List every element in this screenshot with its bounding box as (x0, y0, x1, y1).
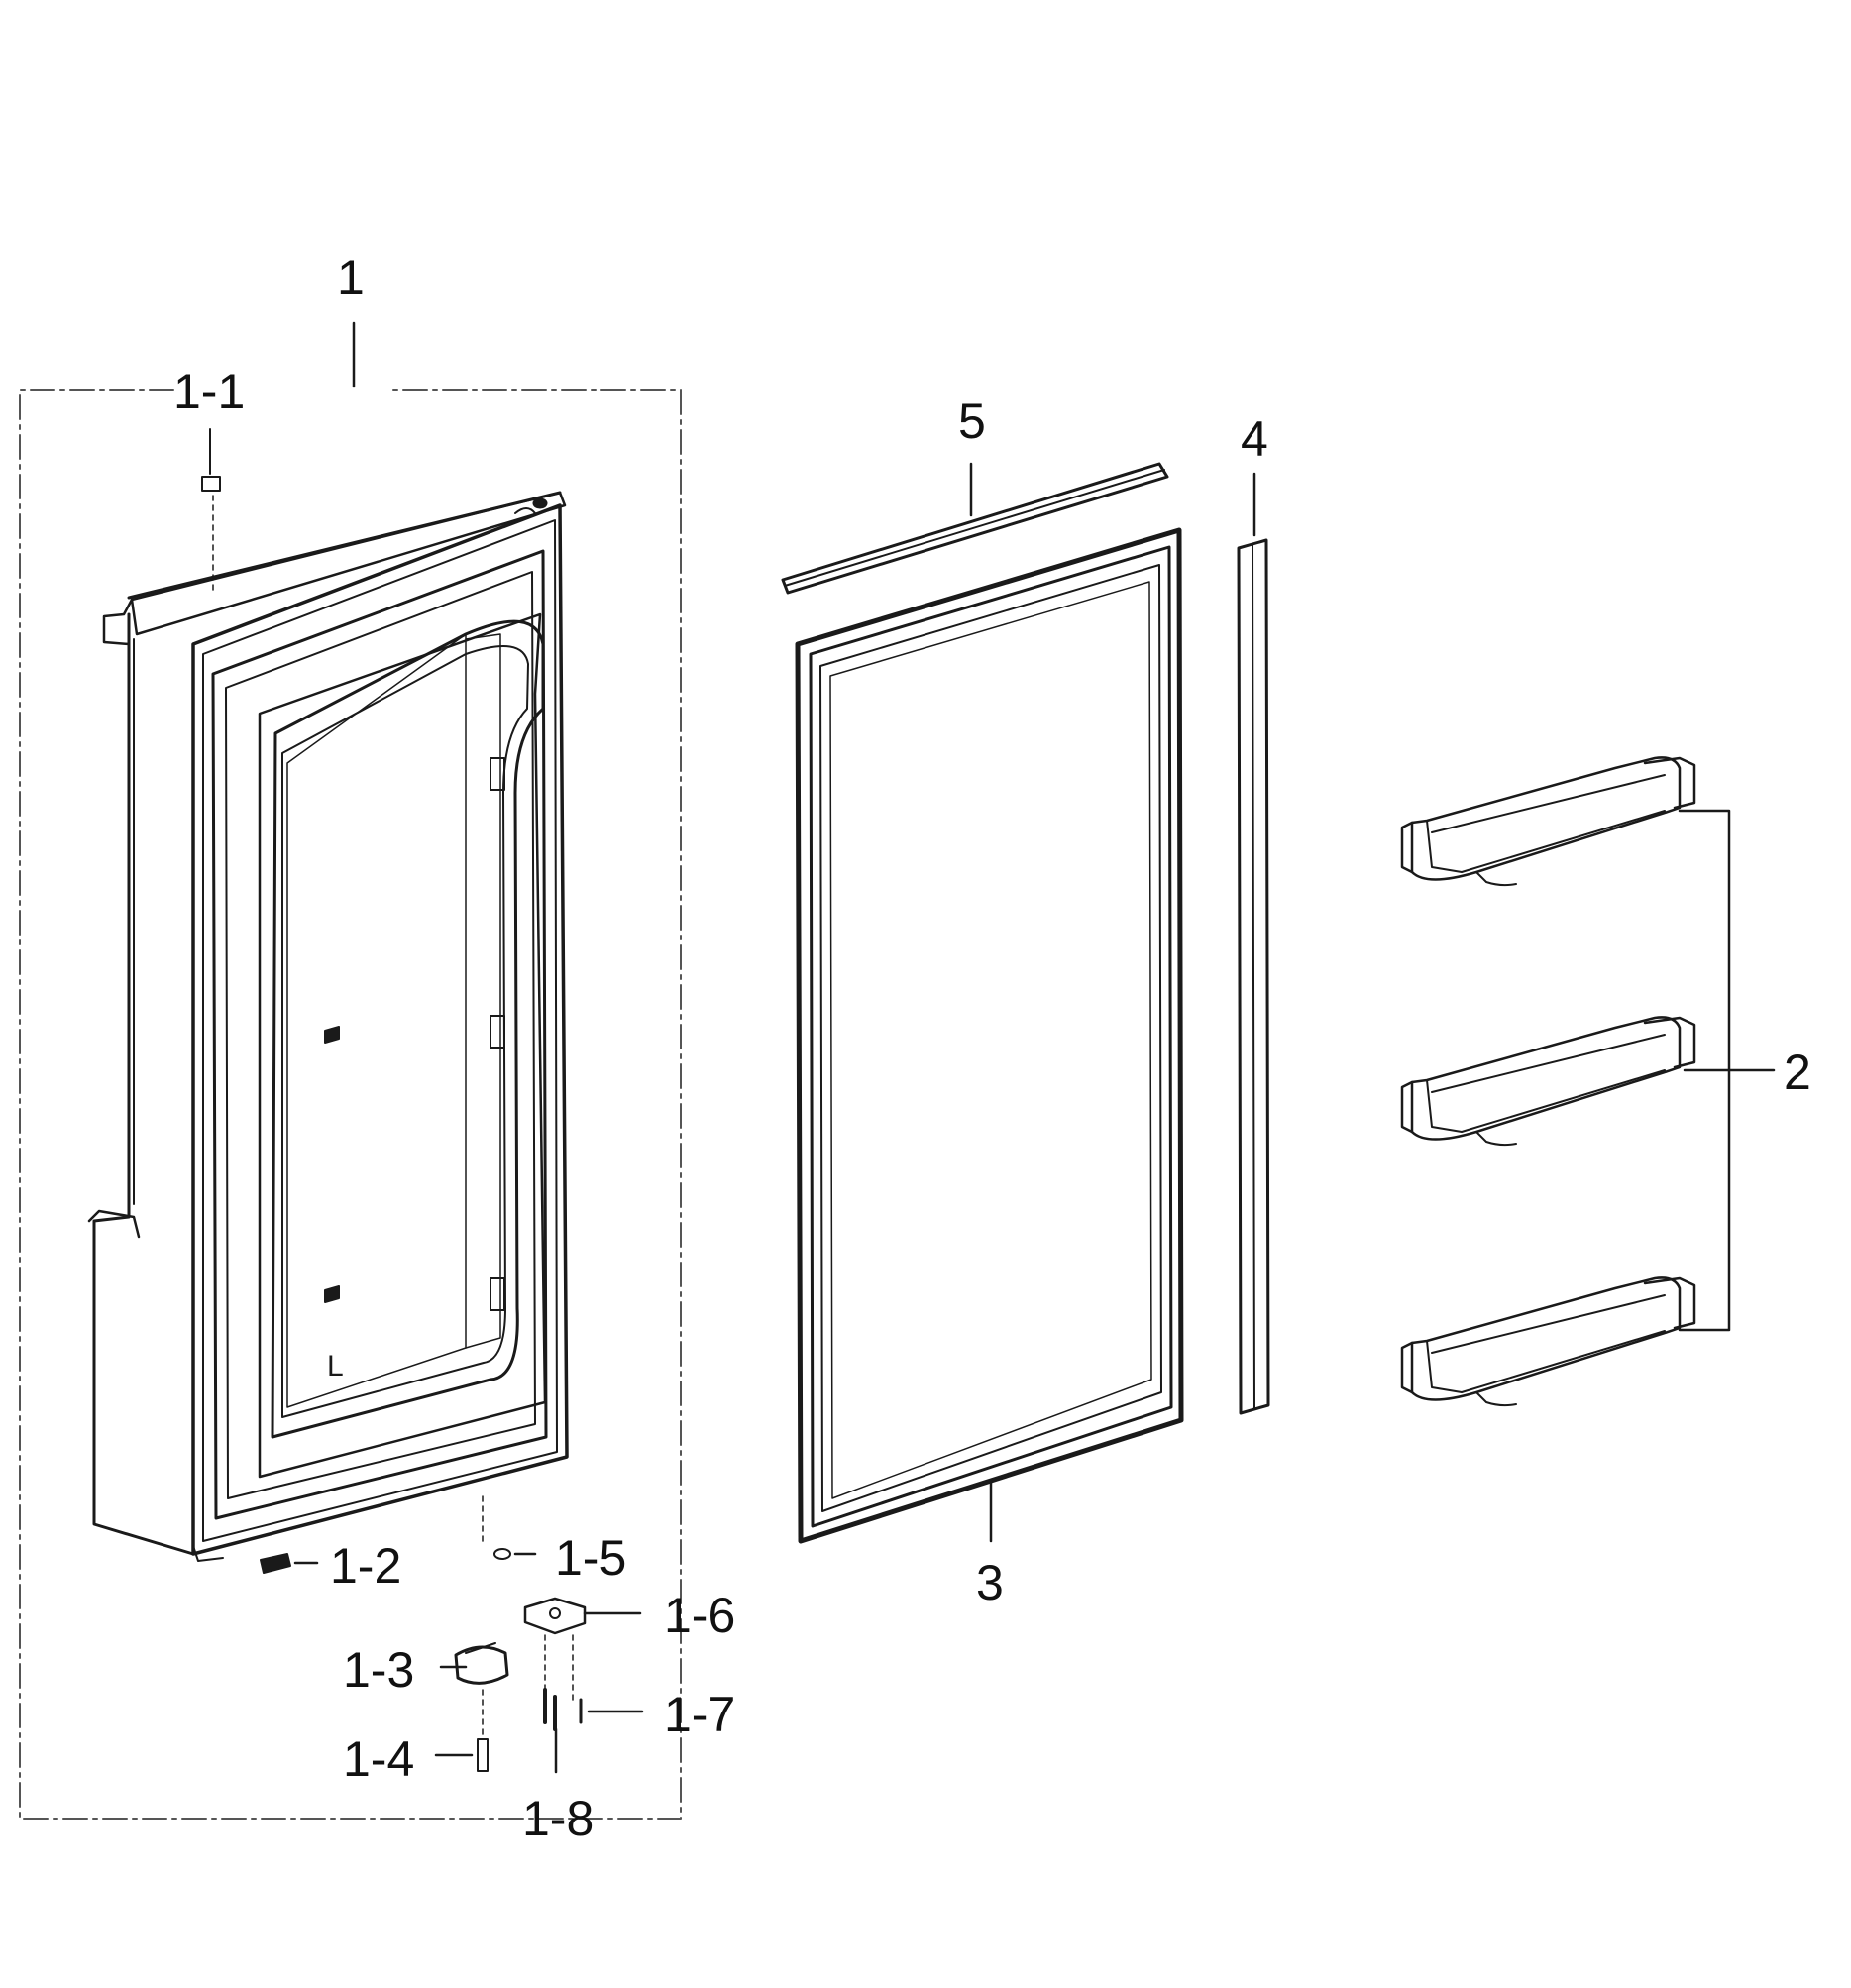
part-1-1-cap (201, 428, 221, 596)
part-1-5-washer (482, 1495, 537, 1560)
door-frame: L (87, 491, 569, 1562)
callout-1-8: 1-8 (522, 1791, 595, 1846)
callout-1-7: 1-7 (664, 1687, 736, 1742)
part-1-6-hinge-plate (523, 1597, 642, 1706)
callout-1-5: 1-5 (555, 1530, 627, 1586)
callout-5: 5 (958, 393, 986, 449)
callout-1-6: 1-6 (664, 1588, 736, 1643)
part-1-3-hinge-bushing (439, 1642, 509, 1735)
part-1-4-hinge-pin (434, 1738, 489, 1772)
part-1-8-screws (543, 1688, 558, 1774)
callout-4: 4 (1241, 411, 1268, 467)
door-bin-middle (1400, 1016, 1696, 1147)
part-3-door-gasket (795, 527, 1184, 1544)
callout-1-1: 1-1 (173, 364, 246, 419)
part-2-door-bins (1400, 756, 1776, 1407)
callout-1-2: 1-2 (330, 1538, 402, 1594)
assembly-1-boundary (19, 321, 682, 1820)
callout-1: 1 (337, 250, 365, 305)
part-5-top-strip (781, 462, 1169, 595)
callout-1-3: 1-3 (343, 1642, 415, 1698)
part-1-2-cap (260, 1553, 319, 1574)
callout-3: 3 (976, 1555, 1004, 1610)
part-4-side-strip (1237, 472, 1270, 1415)
callout-1-4: 1-4 (343, 1731, 415, 1787)
callout-2: 2 (1784, 1045, 1811, 1100)
door-bin-top (1400, 756, 1696, 887)
door-marking-l: L (327, 1350, 344, 1382)
part-1-7-screw (579, 1698, 644, 1724)
door-bin-bottom (1400, 1276, 1696, 1407)
